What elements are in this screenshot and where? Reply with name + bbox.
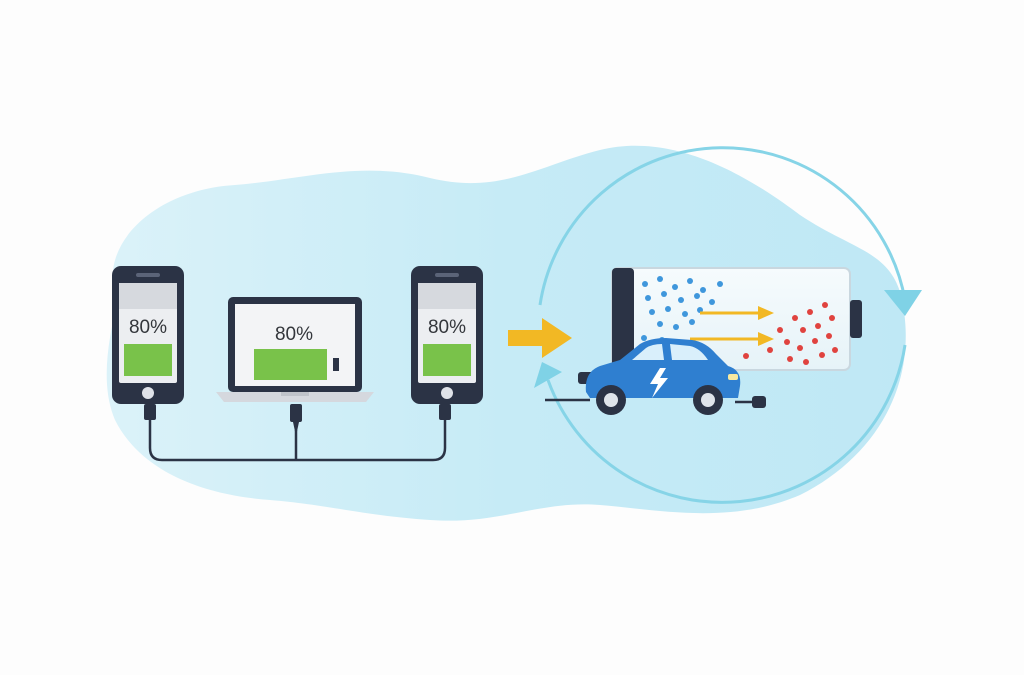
lightning-bolt-icon [650,368,668,398]
red-particles [743,302,838,365]
blue-particles [641,276,723,343]
transfer-arrows [690,306,774,346]
cycle-arrowhead-left [534,362,562,388]
arrow-right-icon [508,318,572,358]
phone-icon: 80% [411,266,483,404]
phone-2-charge-label: 80% [428,317,466,338]
background-blob [106,145,906,521]
phone-2-plug [439,404,451,420]
cycle-arrowhead-right [884,290,922,316]
laptop-icon: 80% [216,297,374,402]
phone-1-plug [144,404,156,420]
phone-1-charge-label: 80% [129,317,167,338]
phone-icon: 80% [112,266,184,404]
laptop-plug-tip [293,422,299,436]
laptop-charge-label: 80% [275,324,313,345]
laptop-plug [290,404,302,422]
cycle-arrow-icon [538,146,907,504]
electric-car-icon [545,338,766,415]
